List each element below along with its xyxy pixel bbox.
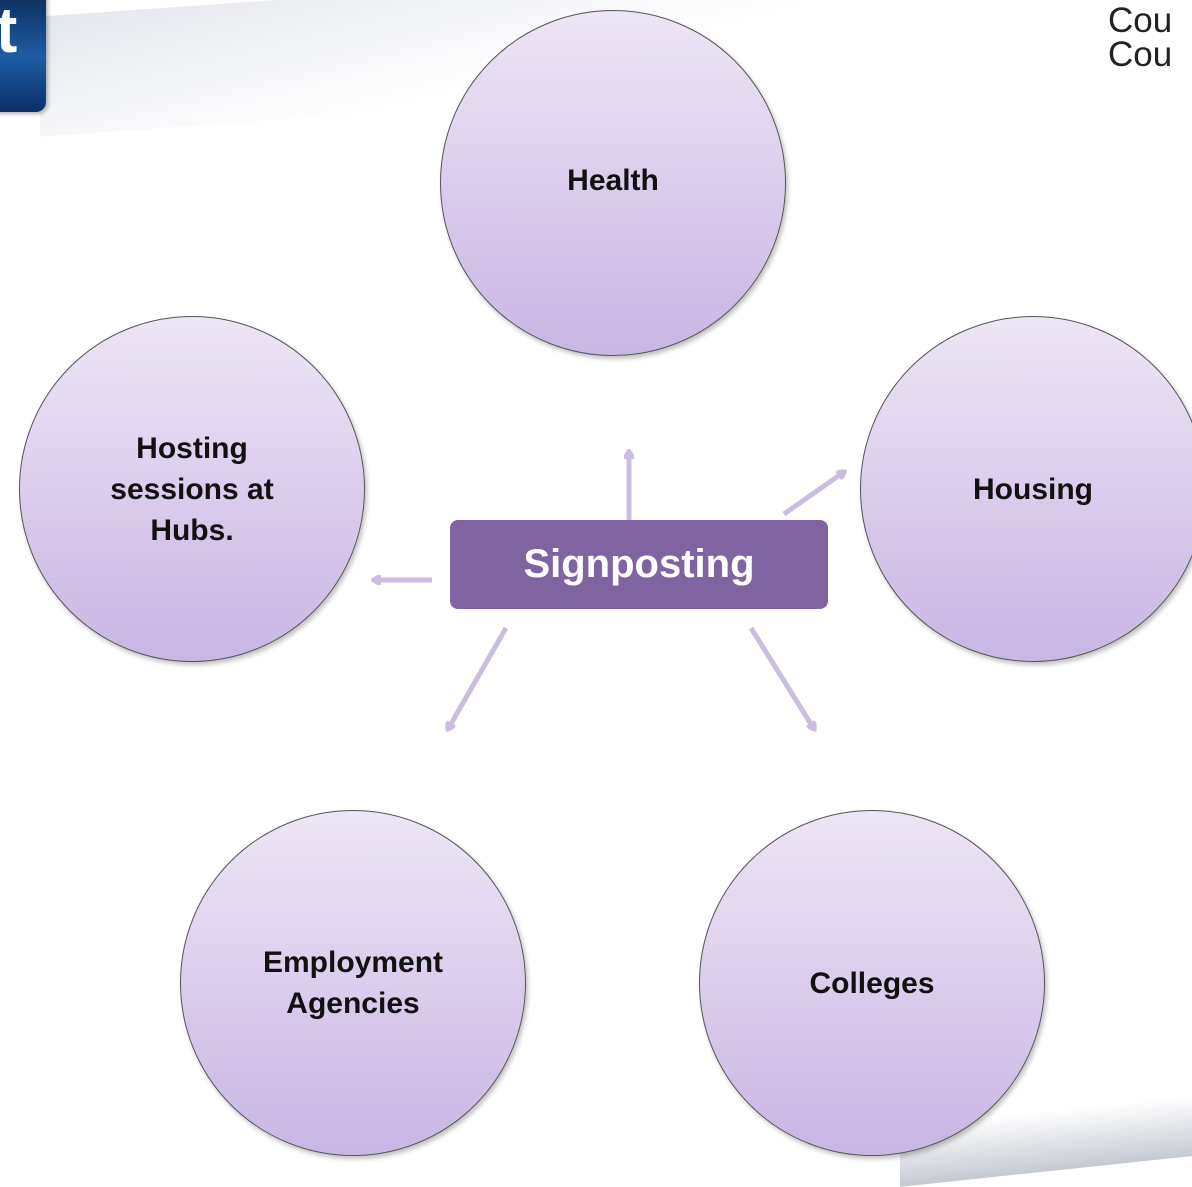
center-label: Signposting [523,542,755,586]
node-hosting-sessions: Hosting sessions at Hubs. [19,316,365,662]
arrow-to-housing [782,472,844,517]
node-employment-line-1: Employment [262,946,444,979]
node-colleges-label: Colleges [809,966,935,1000]
node-housing-label: Housing [973,472,1093,506]
node-hubs-line-2: sessions at [110,472,274,506]
logo: t [0,0,46,112]
node-employment-line-2: Agencies [286,987,420,1020]
node-housing: Housing [860,316,1192,662]
arrow-to-colleges [748,626,814,729]
council-text-line-1: Cou [1108,4,1173,40]
node-health: Health [440,10,786,356]
logo-letter: t [0,0,18,66]
node-health-label: Health [567,163,659,197]
node-hubs-line-3: Hubs. [150,513,234,547]
center-signposting: Signposting [450,520,828,609]
node-employment-agencies: Employment Agencies [180,810,526,1156]
arrow-to-employment [448,626,509,729]
council-logo-text: Cou Cou [1108,4,1192,72]
node-hubs-line-1: Hosting [136,431,248,465]
connector-arrows [0,0,1192,1157]
node-colleges: Colleges [699,810,1045,1156]
council-text-line-2: Cou [1108,35,1173,72]
